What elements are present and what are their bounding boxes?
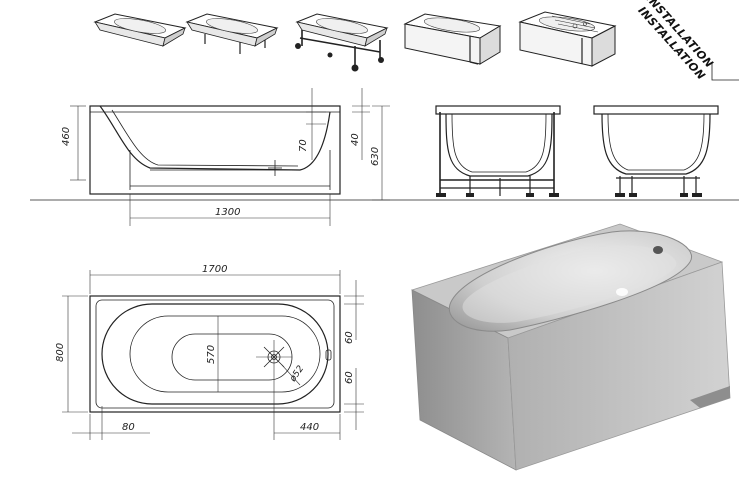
- bathtub-with-frame-icon: [295, 13, 389, 72]
- dim-d52: ø52: [288, 364, 307, 385]
- dim-60-bottom: 60: [344, 371, 355, 384]
- end-view-frame: [435, 105, 561, 197]
- top-view: ø52 1700 800 570 60 60 80 440: [55, 264, 364, 440]
- dim-1700: 1700: [202, 264, 227, 275]
- dim-40: 40: [350, 133, 361, 146]
- bathtub-render: [410, 223, 731, 471]
- dim-80: 80: [122, 422, 135, 433]
- bathtub-with-panel-massage-icon: [518, 11, 617, 67]
- side-view: 460 70 40 630 1300: [30, 88, 739, 226]
- installation-labels: INSTALLATION INSTALLATION: [609, 0, 739, 90]
- dim-630: 630: [370, 147, 381, 166]
- bathtub-plain-icon: [93, 13, 187, 47]
- end-view-legs: [593, 105, 719, 197]
- dim-1300: 1300: [215, 207, 240, 218]
- dim-70: 70: [298, 139, 309, 152]
- dim-460: 460: [61, 127, 72, 146]
- bathtub-with-panel-icon: [403, 13, 502, 65]
- dim-440: 440: [300, 422, 319, 433]
- drain-icon: [653, 246, 663, 254]
- corner-bracket: [711, 62, 739, 81]
- bathtub-with-legs-icon: [185, 13, 279, 54]
- dim-570: 570: [206, 345, 217, 364]
- dim-800: 800: [55, 343, 66, 362]
- dim-60-top: 60: [344, 331, 355, 344]
